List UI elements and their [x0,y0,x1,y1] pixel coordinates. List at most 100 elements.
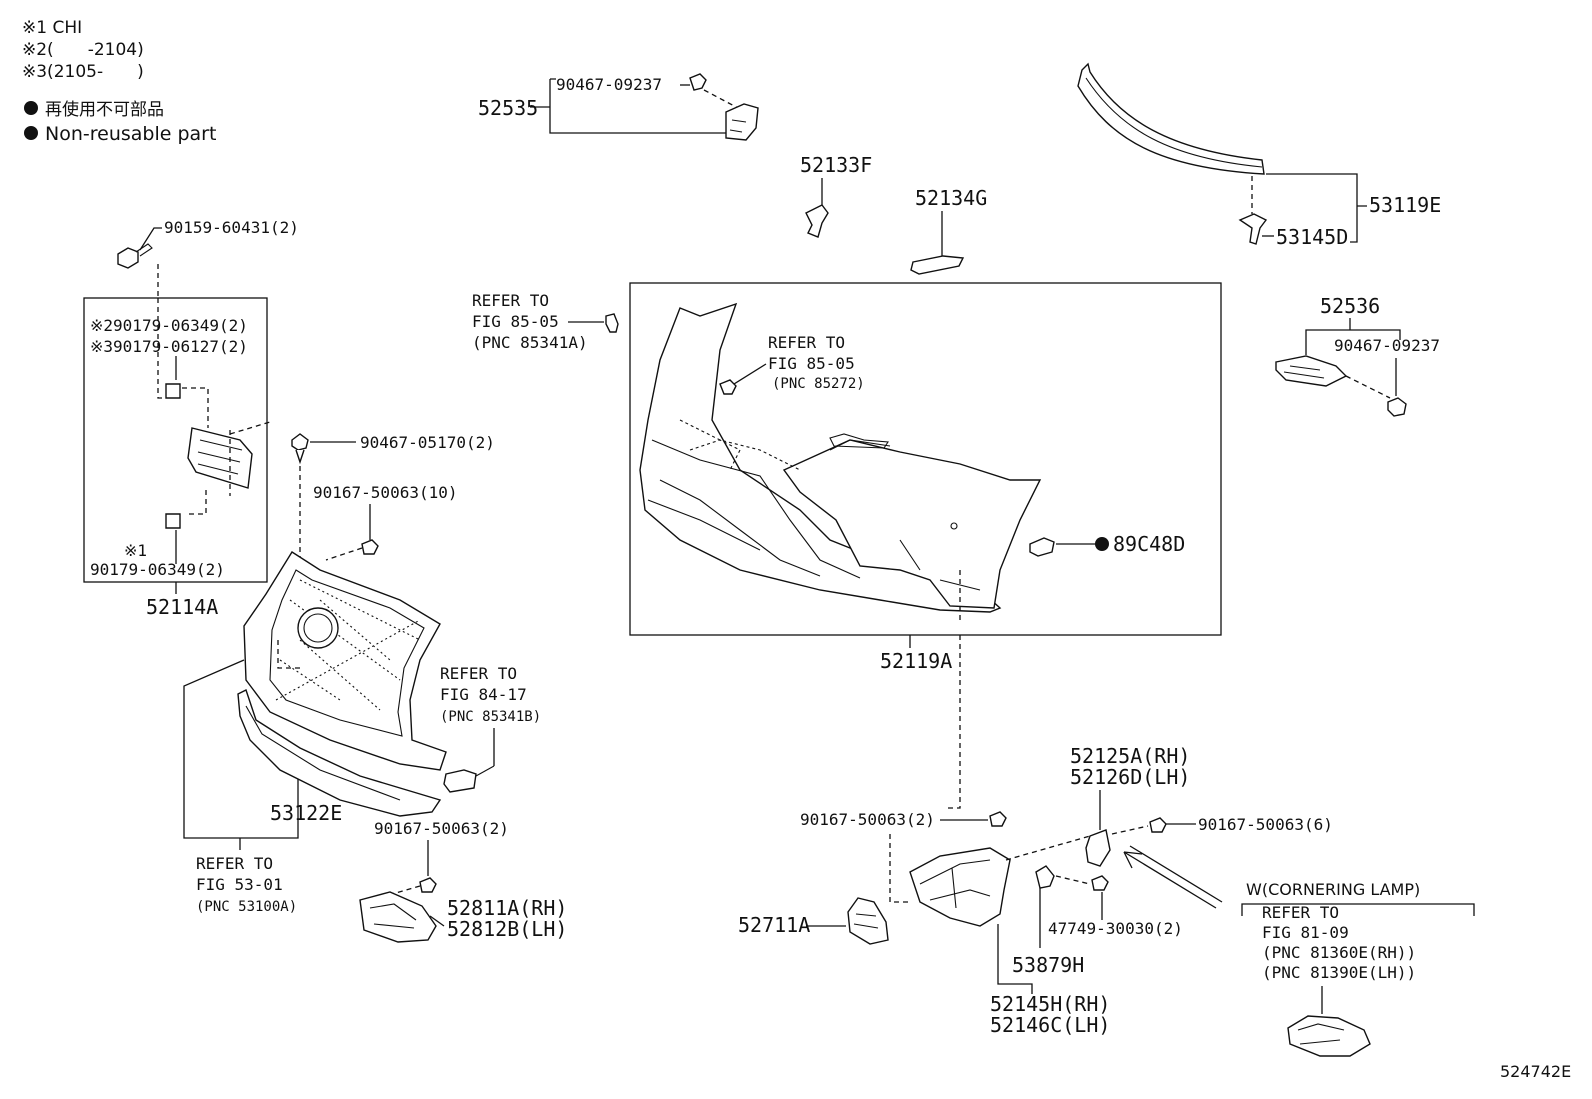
label-90167-50063-2a: 90167-50063(2) [374,819,509,838]
ref1-line3: (PNC 85341A) [472,333,588,352]
leader-53119E [1266,173,1367,243]
group-52134G[interactable]: 52134G [910,186,987,275]
label-90159-60431: 90159-60431(2) [164,218,299,237]
label-52146C: 52146C(LH) [990,1013,1110,1037]
group-52119A[interactable]: REFER TO FIG 85-05 (PNC 85272) 89C48D 52… [629,282,1222,809]
label-89C48D: 89C48D [1113,532,1185,556]
wire-connector-icon [443,769,477,793]
ref3-line3: (PNC 85341B) [440,709,541,725]
group-90159[interactable]: 90159-60431(2) [117,218,299,298]
note-chi: ※1 CHI [22,18,82,38]
label-52711A: 52711A [738,913,810,937]
ref2-line2: FIG 85-05 [768,354,855,373]
clip-icon [689,73,707,91]
label-90179-06127: ※390179-06127(2) [90,337,248,356]
notes: ※1 CHI ※2( -2104) ※3(2105- ) 再使用不可部品 Non… [22,18,216,145]
nut-icon [165,383,181,399]
bumper-bracket-52535-icon [725,103,759,141]
group-52145H[interactable]: 47749-30030(2) 53879H 52145H(RH) 52146C(… [909,835,1183,1037]
seal-52711A-icon [847,897,889,945]
screw-icon [1091,875,1109,891]
label-90467-05170: 90467-05170(2) [360,433,495,452]
retainer-52134G-icon [910,255,965,275]
label-52119A: 52119A [880,649,952,673]
label-52114A: 52114A [146,595,218,619]
reference-fig-53-01[interactable]: REFER TO FIG 53-01 (PNC 53100A) [183,659,299,915]
clip-icon [1387,397,1407,417]
group-90167-2b[interactable]: 90167-50063(2) [800,810,1007,903]
note-date-to: ※2( -2104) [22,40,144,60]
label-90167-50063-2b: 90167-50063(2) [800,810,935,829]
bracket-52125A-icon [1085,829,1111,867]
non-reusable-bullet-icon [1095,537,1109,551]
group-52811A[interactable]: 90167-50063(2) 52811A(RH) 52812B(LH) [359,819,567,943]
group-90167-10[interactable]: 90167-50063(10) [313,483,458,561]
leader-grille [183,659,299,839]
reference-fig-85-05-a[interactable]: REFER TO FIG 85-05 (PNC 85341A) [472,291,619,352]
bumper-bracket-52536-icon [1275,355,1348,387]
ref5-line3: (PNC 81360E(RH)) [1262,943,1416,962]
ref3-line2: FIG 84-17 [440,685,527,704]
clip-icon [291,433,309,451]
direction-arrow [1123,845,1223,909]
leader-52145H [997,924,1033,994]
ref2-line1: REFER TO [768,333,845,352]
arrow-line [1123,851,1217,909]
screw-icon [1149,817,1167,833]
reference-cornering-lamp[interactable]: W(CORNERING LAMP) REFER TO FIG 81-09 (PN… [1241,880,1475,1057]
ref5-line1: REFER TO [1262,903,1339,922]
reference-fig-84-17[interactable]: REFER TO FIG 84-17 (PNC 85341B) [440,664,541,793]
label-52812B: 52812B(LH) [447,917,567,941]
ref2-line3: (PNC 85272) [772,376,865,392]
group-52535[interactable]: 52535 90467-09237 [478,73,759,141]
arrow-head-icon [1123,851,1143,869]
sensor-icon [1029,537,1055,557]
label-52133F: 52133F [800,153,872,177]
legend-japanese: 再使用不可部品 [45,99,164,120]
ref1-line2: FIG 85-05 [472,312,559,331]
leader-52536 [1305,318,1401,355]
ref3-line1: REFER TO [440,664,517,683]
group-52114A[interactable]: ※290179-06349(2) ※390179-06127(2) ※1 901… [83,297,271,619]
molding-53122E-icon [237,689,442,817]
ref4-line3: (PNC 53100A) [196,899,297,915]
radiator-grille-icon [243,551,447,771]
nut-icon [165,513,181,529]
group-52133F[interactable]: 52133F [800,153,872,238]
group-53119E[interactable]: 53119E 53145D [1077,62,1441,249]
label-52536: 52536 [1320,294,1380,318]
label-52126D: 52126D(LH) [1070,765,1190,789]
cornering-lamp-icon [1287,1015,1371,1057]
license-bracket-icon [187,427,253,489]
label-53879H: 53879H [1012,953,1084,977]
ref4-line1: REFER TO [196,854,273,873]
clip-53879H-icon [1035,865,1055,889]
molding-53119E-icon [1077,62,1265,175]
label-53119E: 53119E [1369,193,1441,217]
group-53122E[interactable]: 53122E [237,689,442,825]
label-chi-mark: ※1 [124,541,147,560]
bolt-icon [117,247,139,269]
non-reusable-bullet-icon [24,126,38,140]
label-53145D: 53145D [1276,225,1348,249]
legend-english: Non-reusable part [45,123,216,145]
leader-52535 [530,78,728,134]
grille-assembly[interactable] [243,551,447,771]
sensor-icon [605,313,619,333]
cover-52811A-icon [359,891,437,943]
ref1-line1: REFER TO [472,291,549,310]
ref5-line4: (PNC 81390E(LH)) [1262,963,1416,982]
label-47749-30030: 47749-30030(2) [1048,919,1183,938]
sensor-bracket-icon [719,379,737,395]
group-52711A[interactable]: 52711A [738,897,889,945]
group-52125A[interactable]: 52125A(RH) 52126D(LH) 90167-50063(6) [1070,744,1333,867]
group-52536[interactable]: 52536 90467-09237 [1275,294,1440,417]
screw-icon [989,811,1007,827]
group-90467-05170[interactable]: 90467-05170(2) [291,433,495,560]
cornering-lamp-condition: W(CORNERING LAMP) [1246,880,1420,899]
retainer-52133F-icon [805,204,829,238]
label-90467-09237-b: 90467-09237 [1334,336,1440,355]
figure-id: 524742E [1500,1062,1571,1081]
label-90179-06349-c: 90179-06349(2) [90,560,225,579]
ref4-line2: FIG 53-01 [196,875,283,894]
